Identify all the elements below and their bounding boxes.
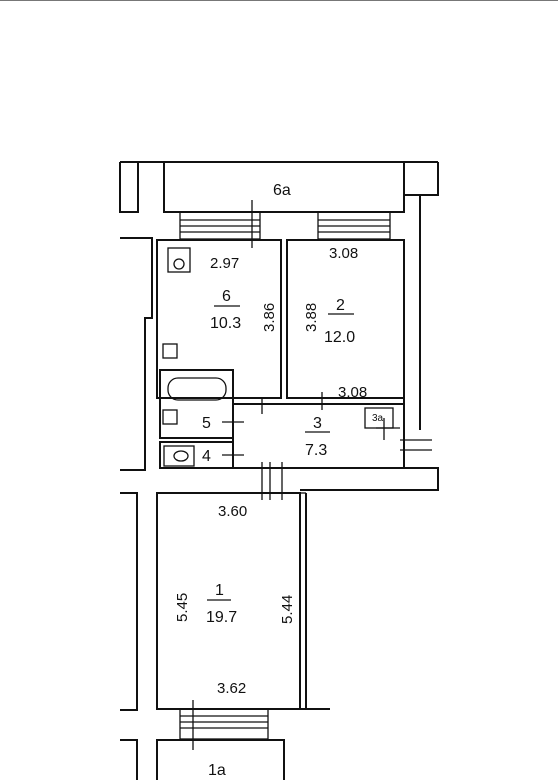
balcony-6a — [163, 161, 439, 213]
balcony-6a-label: 6a — [273, 182, 291, 199]
room-2-walls — [286, 239, 405, 399]
room-6-width: 2.97 — [210, 255, 239, 272]
room-3-area: 7.3 — [305, 442, 327, 459]
room-1-bottom-width: 3.62 — [217, 680, 246, 697]
windows-bottom — [179, 700, 269, 750]
room-2-area: 12.0 — [324, 329, 355, 346]
closet-3a-label: 3a — [372, 413, 384, 424]
fraction-bars — [207, 305, 354, 601]
room-1-top-width: 3.60 — [218, 503, 247, 520]
room-1-number: 1 — [215, 582, 224, 599]
balcony-1a-label: 1a — [208, 762, 226, 779]
room-3-width: 3.08 — [338, 384, 367, 401]
room-5-walls — [159, 343, 244, 439]
room-2-depth: 3.88 — [303, 303, 320, 332]
room-1-area: 19.7 — [206, 609, 237, 626]
room-3-number: 3 — [313, 415, 322, 432]
room-1-right-depth: 5.44 — [279, 595, 296, 624]
room-2-width: 3.08 — [329, 245, 358, 262]
room-1-left-depth: 5.45 — [174, 593, 191, 622]
room-5-number: 5 — [202, 415, 211, 432]
room-6-area: 10.3 — [210, 315, 241, 332]
room-4-number: 4 — [202, 448, 211, 465]
room-6-walls — [156, 239, 282, 399]
room-6-depth: 3.86 — [261, 303, 278, 332]
room-4-walls — [159, 441, 244, 469]
room-6-number: 6 — [222, 288, 231, 305]
room-2-number: 2 — [336, 297, 345, 314]
balcony-1a — [156, 739, 285, 780]
